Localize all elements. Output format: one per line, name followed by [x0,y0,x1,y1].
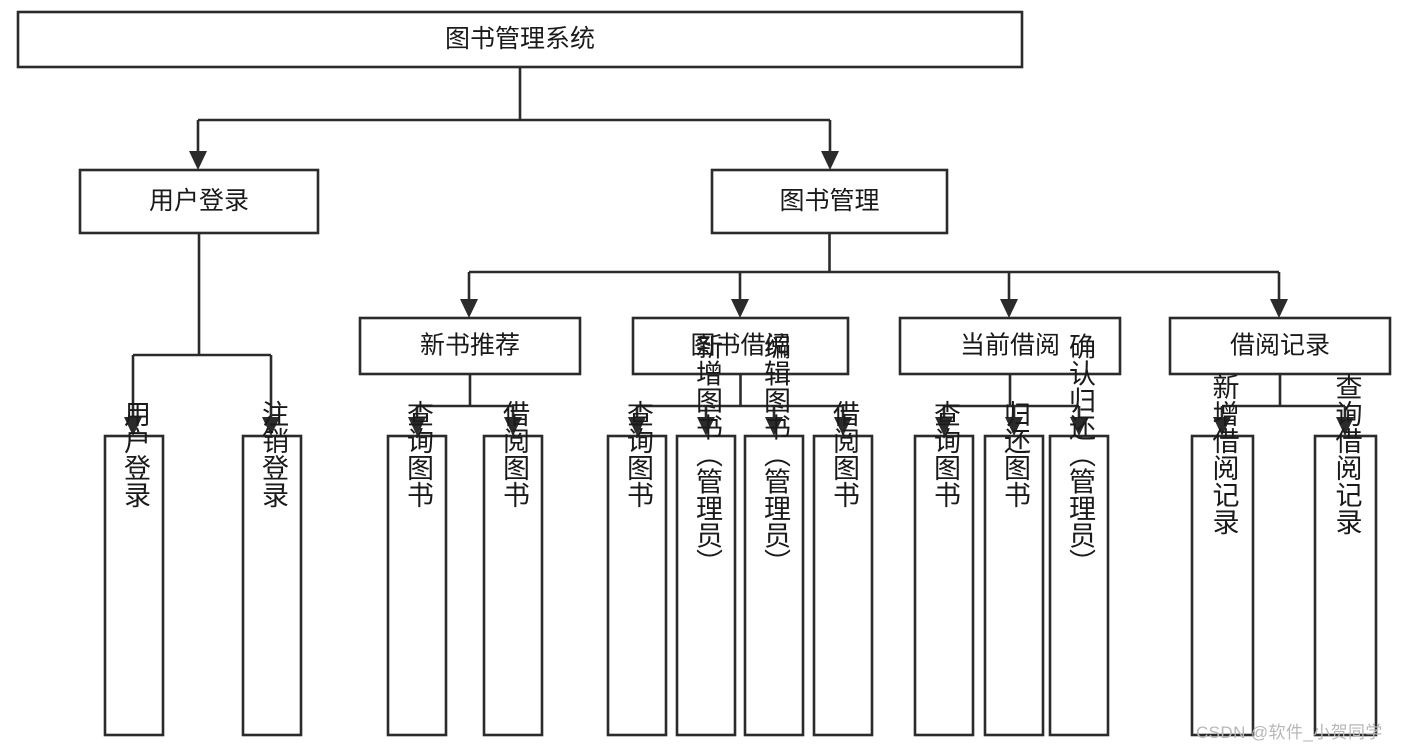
level2-node-1[interactable]: 图书管理 [710,168,949,235]
arrow-head-icon [504,417,522,436]
leaf-node-3-box[interactable] [482,434,544,737]
level3-node-1-label: 图书借阅 [690,332,790,360]
leaf-node-2[interactable]: 查询图书 [386,400,448,737]
leaf-node-12-box[interactable] [1313,434,1378,737]
arrow-head-icon [834,417,852,436]
root-node-node-e59bbee4b9a6e7aea1e79086[interactable]: 图书管理系统 [16,10,1024,69]
level3-node-1-box[interactable] [631,316,850,376]
leaf-node-1-box[interactable] [241,434,303,737]
arrow-head-icon [628,417,646,436]
root-node-node-e59bbee4b9a6e7aea1e79086-label: 图书管理系统 [445,25,595,53]
level2-node-1-box[interactable] [710,168,949,235]
leaf-node-5-label: 新增图书（管理员） [692,332,723,575]
arrow-head-icon [189,151,207,170]
leaf-node-9-box[interactable] [983,434,1045,737]
arrow-head-icon [697,417,715,436]
arrow-head-icon [1336,417,1354,436]
leaf-node-3[interactable]: 借阅图书 [482,400,544,737]
arrow-head-icon [1005,417,1023,436]
arrow-head-icon [821,151,839,170]
arrow-head-icon [765,417,783,436]
leaf-node-12-label: 查询借阅记录 [1332,373,1363,535]
level2-node-0-box[interactable] [78,168,320,235]
leaf-node-7-label: 借阅图书 [829,400,860,508]
arrow-head-icon [1213,417,1231,436]
leaf-node-0-label: 用户登录 [120,400,151,508]
leaf-node-5[interactable]: 新增图书（管理员） [675,332,737,737]
arrow-head-icon [935,417,953,436]
leaf-node-5-box[interactable] [675,434,737,737]
level2-node-0-label: 用户登录 [149,187,249,215]
level2-node-0[interactable]: 用户登录 [78,168,320,235]
leaf-node-8-box[interactable] [913,434,975,737]
leaf-node-0[interactable]: 用户登录 [103,400,165,737]
leaf-node-11[interactable]: 新增借阅记录 [1190,373,1255,737]
arrow-head-icon [731,299,749,318]
level3-node-3-label: 借阅记录 [1230,332,1330,360]
arrow-head-icon [1070,417,1088,436]
level3-node-2[interactable]: 当前借阅 [898,316,1122,376]
leaf-node-3-label: 借阅图书 [499,400,530,508]
leaf-node-11-label: 新增借阅记录 [1209,373,1240,535]
leaf-node-8-label: 查询图书 [930,400,961,508]
leaf-node-6-box[interactable] [743,434,805,737]
leaf-node-6[interactable]: 编辑图书（管理员） [743,332,805,737]
leaf-node-4-box[interactable] [606,434,668,737]
level3-node-2-box[interactable] [898,316,1122,376]
arrow-head-icon [262,417,280,436]
leaf-node-10-label: 确认归还（管理员） [1065,332,1096,575]
leaf-node-1[interactable]: 注销登录 [241,400,303,737]
level2-node-1-label: 图书管理 [779,187,879,215]
leaf-node-7[interactable]: 借阅图书 [812,400,874,737]
arrow-head-icon [1000,299,1018,318]
leaf-node-7-box[interactable] [812,434,874,737]
leaf-node-2-label: 查询图书 [403,400,434,508]
root-node-node-e59bbee4b9a6e7aea1e79086-box[interactable] [16,10,1024,69]
leaf-node-4-label: 查询图书 [623,400,654,508]
level3-node-0[interactable]: 新书推荐 [358,316,582,376]
leaf-node-8[interactable]: 查询图书 [913,400,975,737]
leaf-node-1-label: 注销登录 [258,400,289,508]
leaf-node-9-label: 归还图书 [1000,400,1031,508]
level3-node-1[interactable]: 图书借阅 [631,316,850,376]
level3-node-0-box[interactable] [358,316,582,376]
arrow-head-icon [1270,299,1288,318]
leaf-node-6-label: 编辑图书（管理员） [760,332,791,575]
leaf-node-2-box[interactable] [386,434,448,737]
arrow-head-icon [408,417,426,436]
leaf-node-10-box[interactable] [1048,434,1110,737]
leaf-node-0-box[interactable] [103,434,165,737]
leaf-node-9[interactable]: 归还图书 [983,400,1045,737]
arrow-head-icon [124,417,142,436]
leaf-node-11-box[interactable] [1190,434,1255,737]
leaf-node-12[interactable]: 查询借阅记录 [1313,373,1378,737]
level3-node-2-label: 当前借阅 [960,332,1060,360]
level3-node-3-box[interactable] [1168,316,1392,376]
arrow-head-icon [460,299,478,318]
level3-node-0-label: 新书推荐 [420,332,520,360]
leaf-node-10[interactable]: 确认归还（管理员） [1048,332,1110,737]
leaf-node-4[interactable]: 查询图书 [606,400,668,737]
level3-node-3[interactable]: 借阅记录 [1168,316,1392,376]
